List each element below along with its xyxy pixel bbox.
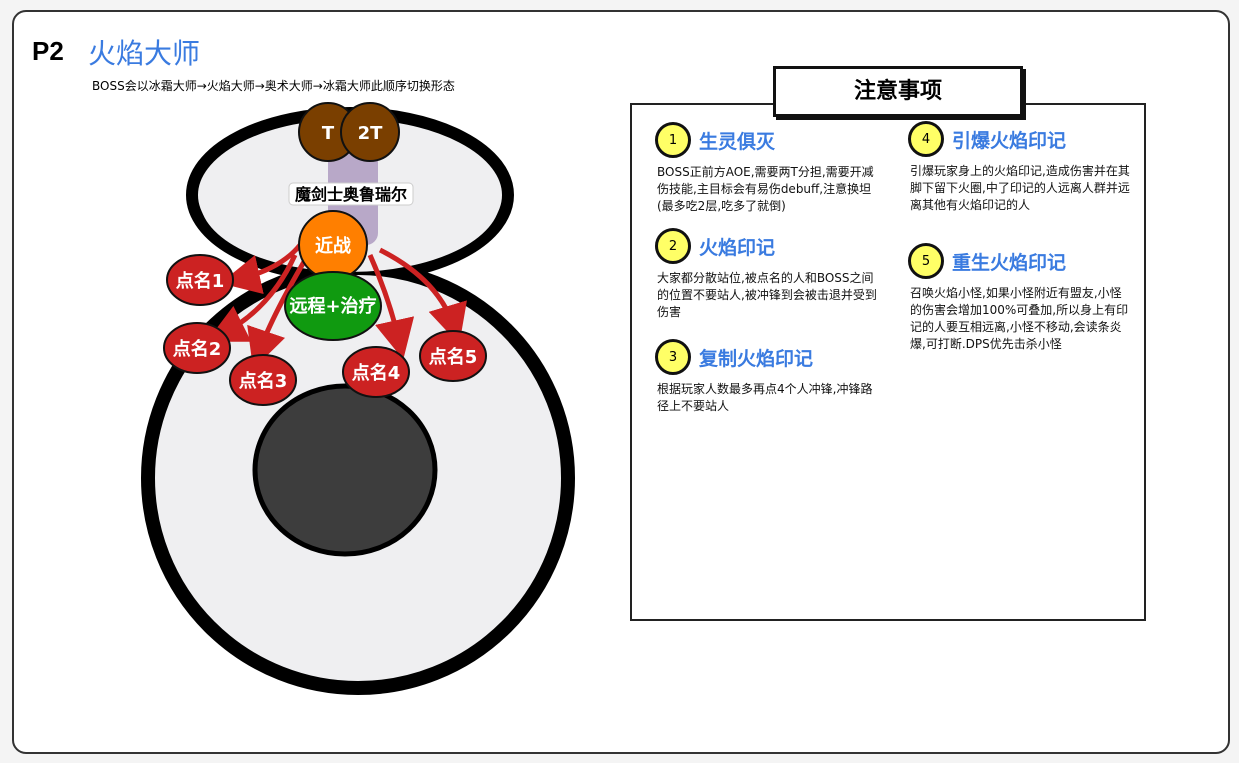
note-5: 5 重生火焰印记 召唤火焰小怪,如果小怪附近有盟友,小怪的伤害会增加100%可叠加… [908,243,1133,353]
svg-text:远程+治疗: 远程+治疗 [289,295,376,317]
arrow-mark4 [367,253,415,360]
svg-text:T: T [322,123,335,144]
arrow-mark5 [378,247,467,345]
svg-text:点名1: 点名1 [176,270,225,292]
phase-label: P2 [32,36,64,66]
notes-title: 注意事项 [773,66,1023,117]
arrow-mark1 [220,243,302,295]
number-badge: 5 [908,243,944,279]
svg-text:2T: 2T [358,123,384,144]
note-3: 3 复制火焰印记 根据玩家人数最多再点4个人冲锋,冲锋路径上不要站人 [655,339,880,415]
number-badge: 2 [655,228,691,264]
number-badge: 3 [655,339,691,375]
boss-name: 魔剑士奥鲁瑞尔 [295,185,407,204]
arrow-mark3 [247,258,308,370]
note-title: 引爆火焰印记 [952,129,1067,152]
note-text: 召唤火焰小怪,如果小怪附近有盟友,小怪的伤害会增加100%可叠加,所以身上有印记… [910,286,1129,351]
tank-T: T [298,102,358,162]
number-badge: 4 [908,121,944,157]
note-text: 大家都分散站位,被点名的人和BOSS之间的位置不要站人,被冲锋到会被击退并受到伤… [657,271,877,319]
mark-1: 点名1 [166,254,234,306]
svg-text:点名4: 点名4 [352,362,401,384]
note-text: 引爆玩家身上的火焰印记,造成伤害并在其脚下留下火圈,中了印记的人远离人群并远离其… [910,164,1130,212]
center-pit [252,383,438,557]
note-title: 生灵俱灭 [699,130,776,153]
note-2: 2 火焰印记 大家都分散站位,被点名的人和BOSS之间的位置不要站人,被冲锋到会被… [655,228,880,321]
tank-2T: 2T [340,102,400,162]
subtitle: BOSS会以冰霜大师→火焰大师→奥术大师→冰霜大师此顺序切换形态 [92,79,455,93]
note-title: 火焰印记 [699,236,776,259]
note-4: 4 引爆火焰印记 引爆玩家身上的火焰印记,造成伤害并在其脚下留下火圈,中了印记的人… [908,121,1133,214]
mark-5: 点名5 [419,330,487,382]
svg-text:点名5: 点名5 [429,346,478,368]
ranged-healer-group: 远程+治疗 [284,271,382,341]
melee-group: 近战 [298,210,368,280]
mark-2: 点名2 [163,322,231,374]
svg-text:近战: 近战 [315,235,351,257]
note-title: 复制火焰印记 [699,347,814,370]
svg-text:点名2: 点名2 [173,338,222,360]
note-title: 重生火焰印记 [952,251,1067,274]
svg-text:点名3: 点名3 [239,370,288,392]
number-badge: 1 [655,122,691,158]
note-1: 1 生灵俱灭 BOSS正前方AOE,需要两T分担,需要开减伤技能,主目标会有易伤d… [655,122,880,215]
mark-4: 点名4 [342,346,410,398]
note-text: 根据玩家人数最多再点4个人冲锋,冲锋路径上不要站人 [657,382,873,413]
charge-arrows [206,243,467,370]
notes-panel [630,103,1146,621]
page-title: 火焰大师 [88,37,201,70]
mark-3: 点名3 [229,354,297,406]
note-text: BOSS正前方AOE,需要两T分担,需要开减伤技能,主目标会有易伤debuff,… [657,165,874,213]
arrow-mark2 [206,253,298,342]
